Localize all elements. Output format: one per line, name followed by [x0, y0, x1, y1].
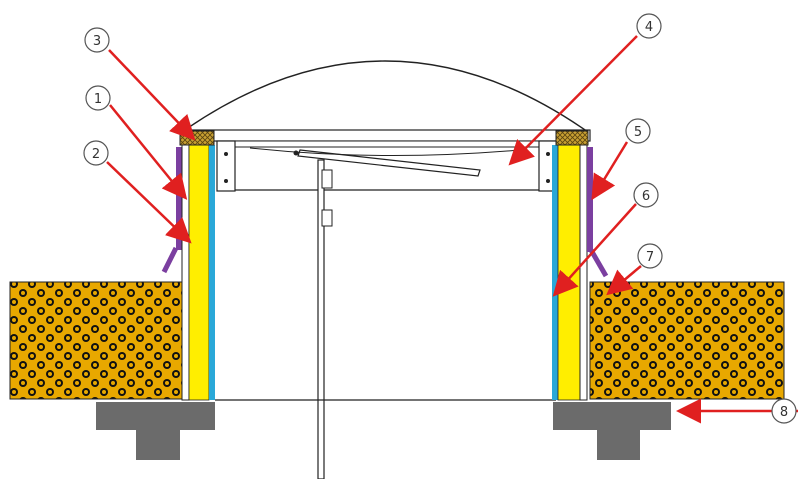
callout-4: 4	[636, 13, 662, 39]
top-frame	[184, 129, 591, 142]
arrow-5	[591, 141, 629, 201]
left-roof-insulation	[9, 281, 183, 400]
arrow-3	[108, 49, 196, 141]
svg-text:1: 1	[94, 92, 102, 107]
svg-text:4: 4	[645, 20, 653, 35]
callout-1: 1	[85, 85, 111, 111]
left-upstand-core	[188, 144, 210, 401]
callout-6: 6	[633, 182, 659, 208]
opener-arm	[297, 149, 481, 177]
svg-text:3: 3	[93, 34, 101, 49]
svg-text:2: 2	[92, 147, 100, 162]
operating-rod	[317, 159, 325, 479]
arrow-2	[106, 161, 192, 244]
top-frame-inner	[216, 140, 557, 148]
arrow-1	[109, 104, 188, 200]
left-bracket	[216, 140, 236, 192]
callout-7: 7	[637, 243, 663, 269]
right-inner-lining	[552, 145, 558, 400]
arrow-7	[606, 265, 642, 296]
svg-text:5: 5	[634, 125, 642, 140]
left-concrete-support	[96, 402, 215, 460]
right-roof-insulation	[589, 281, 785, 400]
callout-arrows	[106, 35, 798, 424]
svg-text:7: 7	[646, 250, 654, 265]
left-upstand-outer	[181, 144, 190, 401]
left-seal-strip	[179, 130, 215, 146]
left-inner-lining	[209, 145, 215, 400]
callout-8: 8	[771, 398, 797, 424]
callout-5: 5	[625, 118, 651, 144]
right-upstand-core	[557, 144, 581, 401]
svg-text:6: 6	[642, 189, 650, 204]
arrow-4	[508, 35, 638, 166]
callout-2: 2	[83, 140, 109, 166]
callout-3: 3	[84, 27, 110, 53]
right-concrete-support	[553, 402, 671, 460]
arrow-6	[552, 203, 637, 297]
right-upstand-outer	[579, 144, 588, 401]
dome	[181, 60, 589, 133]
svg-text:8: 8	[780, 405, 788, 420]
right-seal-strip	[555, 130, 589, 146]
right-membrane	[587, 147, 593, 252]
